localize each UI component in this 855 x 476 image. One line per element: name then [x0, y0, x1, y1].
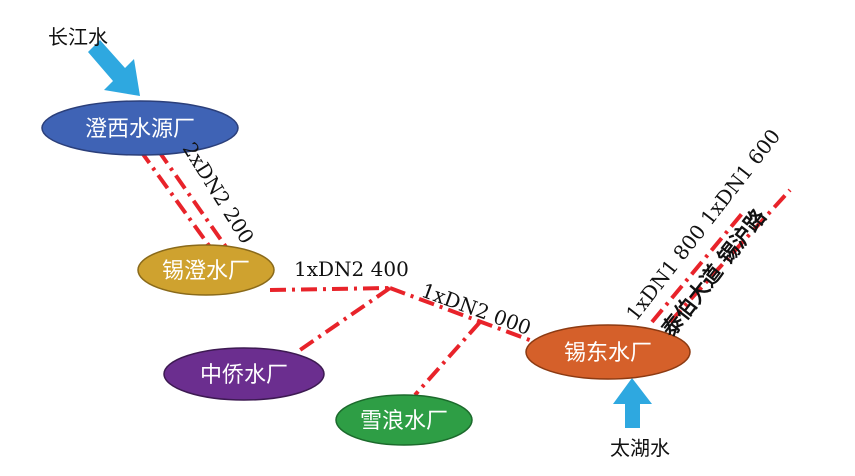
plant-node-zhongqiao[interactable]: 中侨水厂	[163, 347, 325, 401]
yangtze-water-label: 长江水	[48, 25, 108, 49]
pipe-xidong-ne-2	[668, 188, 792, 324]
pipe-junction-xidong	[389, 286, 536, 344]
pipe-label-xicheng-junction: 1xDN2 400	[294, 257, 409, 281]
pipe-junction-zhongqiao	[298, 286, 392, 352]
pipe-xicheng-junction	[269, 286, 391, 292]
plant-label-chengxi: 澄西水源厂	[85, 117, 195, 142]
plant-label-xidong: 锡东水厂	[564, 341, 652, 366]
pipe-label-junction-xidong: 1xDN2 000	[418, 278, 534, 340]
plant-node-xidong[interactable]: 锡东水厂	[525, 324, 691, 380]
plant-node-xuelang[interactable]: 雪浪水厂	[335, 394, 473, 446]
yangtze-inflow-arrow-icon	[88, 40, 140, 96]
plant-node-chengxi[interactable]: 澄西水源厂	[41, 100, 239, 156]
taihu-water-label: 太湖水	[610, 436, 670, 460]
pipe-chengxi-xicheng-a	[138, 148, 212, 249]
pipe-branch-xuelang	[413, 320, 482, 397]
taihu-inflow-arrow-icon	[613, 378, 652, 428]
plant-node-xicheng[interactable]: 锡澄水厂	[137, 244, 275, 296]
plant-label-xicheng: 锡澄水厂	[162, 259, 250, 284]
plant-label-xuelang: 雪浪水厂	[360, 409, 448, 434]
pipe-chengxi-xicheng-b	[156, 148, 228, 249]
pipe-xidong-ne-1	[650, 208, 747, 324]
plant-label-zhongqiao: 中侨水厂	[200, 363, 288, 388]
